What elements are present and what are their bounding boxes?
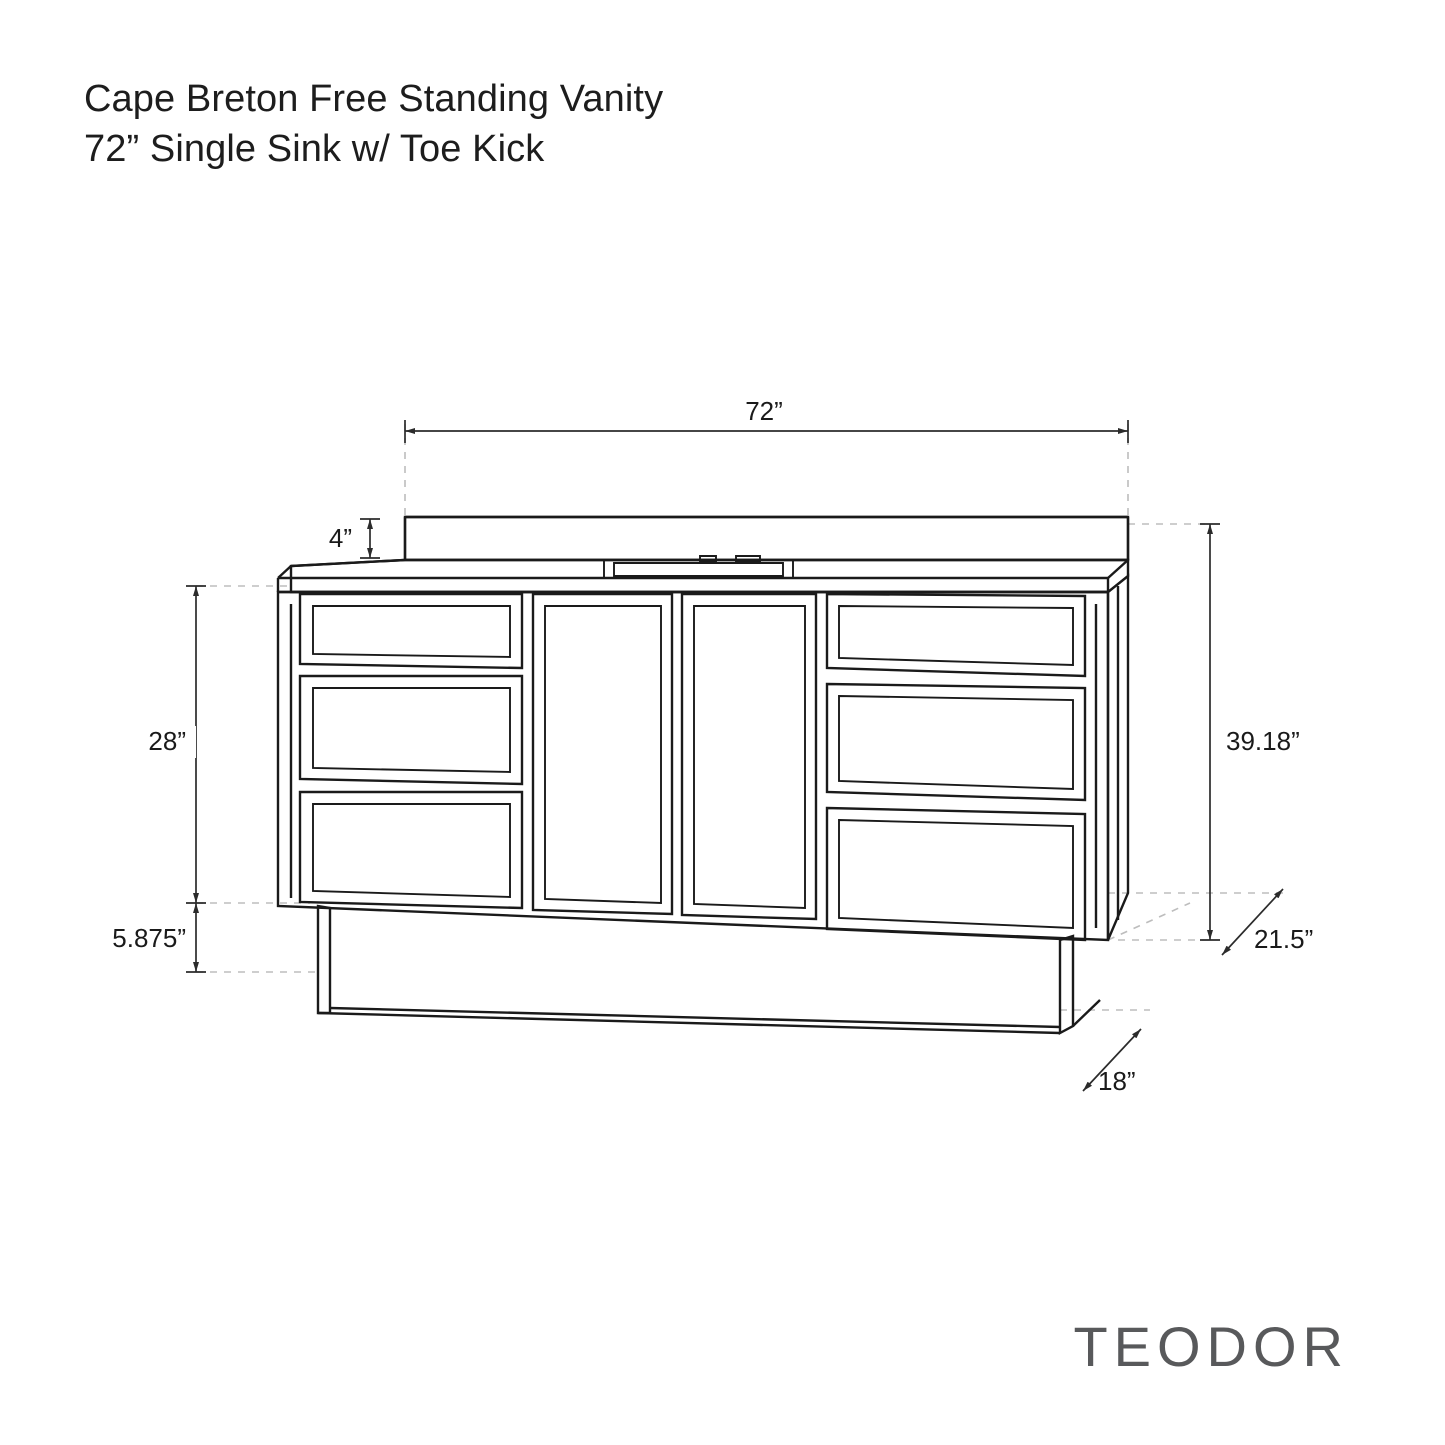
title-line-2: 72” Single Sink w/ Toe Kick	[84, 128, 545, 171]
dim-label-width: 72”	[745, 396, 783, 426]
backsplash	[403, 515, 1130, 562]
toe-kick	[316, 904, 1101, 1036]
vanity-body	[276, 515, 1130, 1036]
dim-label-overall-height: 39.18”	[1226, 726, 1300, 756]
drawer-left-middle	[298, 674, 524, 786]
dimension-depth-18: 18”	[1082, 1028, 1142, 1096]
brand-logo: TEODOR	[1073, 1315, 1349, 1378]
sink-cutout	[603, 555, 794, 579]
dimension-depth-21-5: 21.5”	[1221, 888, 1313, 956]
drawer-left-top	[298, 592, 524, 670]
cabinet-front	[276, 590, 1110, 942]
dim-label-depth-upper: 21.5”	[1254, 924, 1313, 954]
dimension-toekick-5875: 5.875”	[112, 903, 206, 973]
door-center-right	[680, 592, 818, 921]
drawer-right-bottom	[825, 806, 1087, 942]
drawer-right-middle	[825, 682, 1087, 802]
dimension-overall-39-18: 39.18”	[1200, 523, 1318, 941]
dimension-cabinet-28: 28”	[136, 585, 206, 904]
cabinet-right-side	[1106, 573, 1130, 941]
door-center-left	[531, 592, 674, 916]
dim-label-cabinet-height: 28”	[148, 726, 186, 756]
dim-label-backsplash: 4”	[329, 523, 352, 553]
drawer-right-top	[825, 592, 1087, 678]
extension-guides	[196, 424, 1290, 1011]
dim-label-depth-lower: 18”	[1098, 1066, 1136, 1096]
dimension-backsplash-4: 4”	[329, 518, 380, 559]
title-line-1: Cape Breton Free Standing Vanity	[84, 78, 664, 120]
drawer-left-bottom	[298, 790, 524, 910]
dimension-width-72: 72”	[404, 396, 1129, 443]
page-title: Cape Breton Free Standing Vanity 72” Sin…	[84, 74, 663, 174]
dim-label-toekick: 5.875”	[112, 923, 186, 953]
